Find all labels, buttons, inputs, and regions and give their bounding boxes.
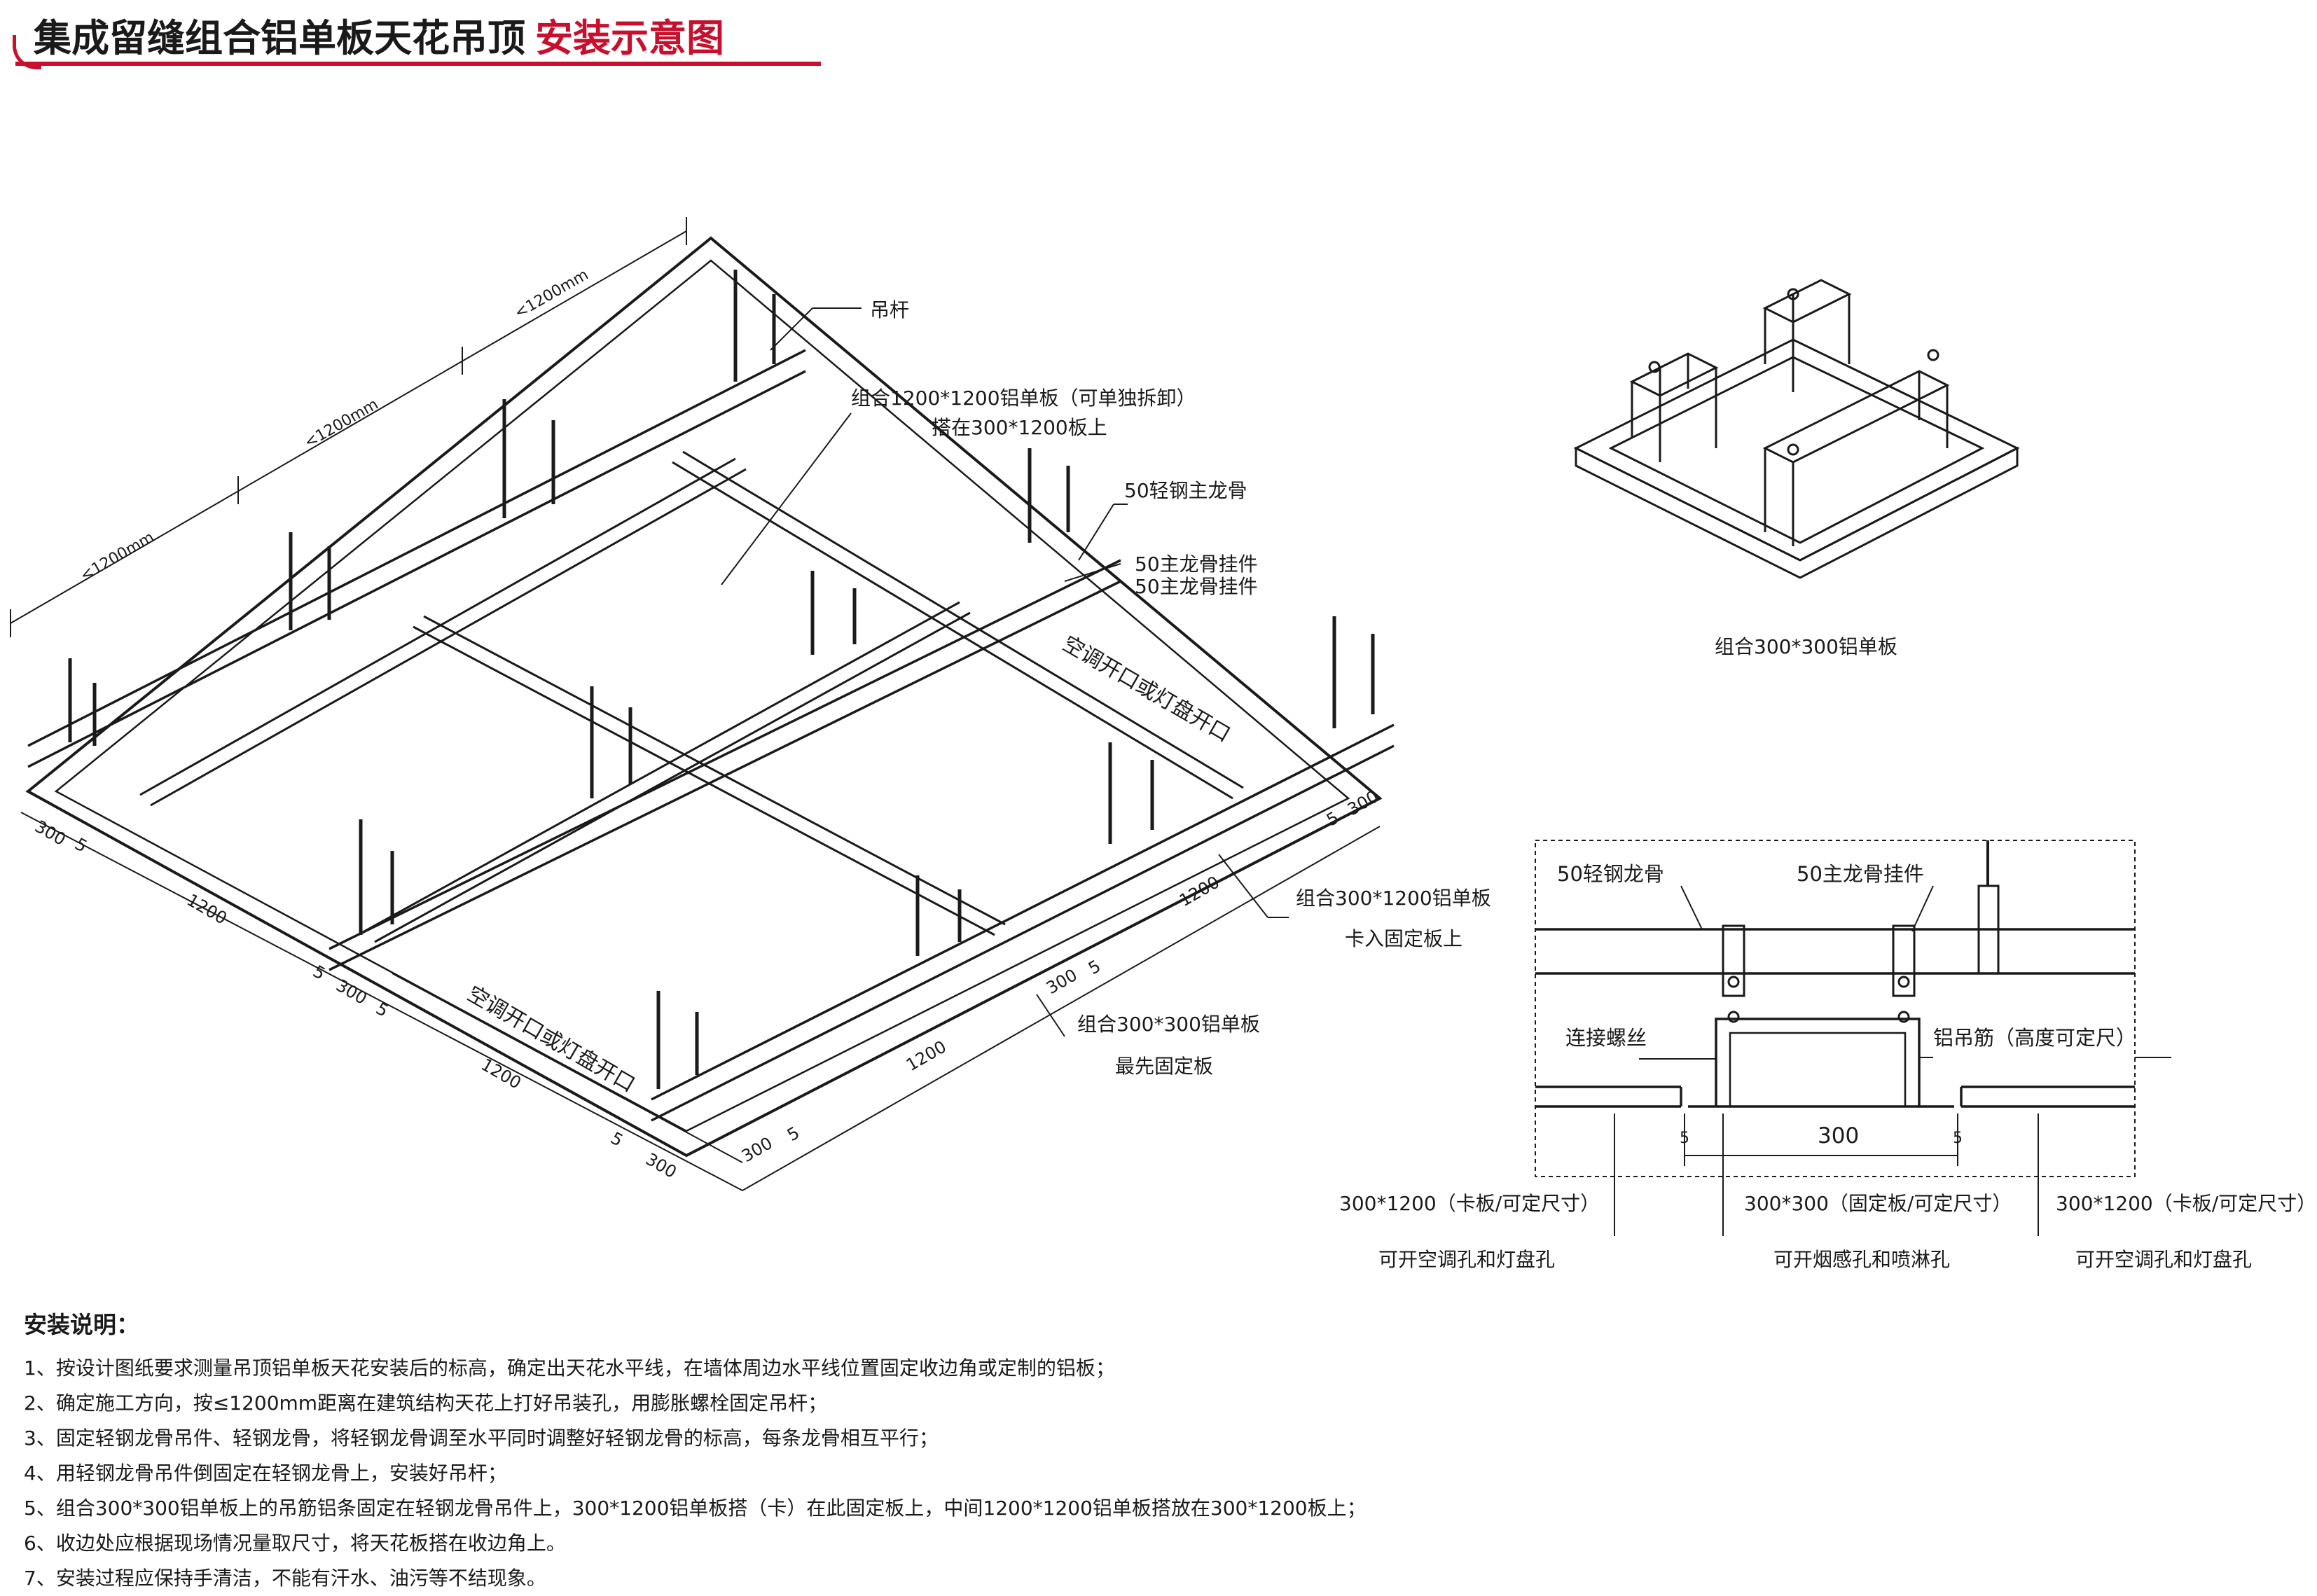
dim-left-5: 5 (71, 834, 90, 856)
col-right-line2: 可开空调孔和灯盘孔 (2075, 1248, 2252, 1271)
section-screw-label: 连接螺丝 (1565, 1026, 1647, 1050)
note-item-5: 5、组合300*300铝单板上的吊筋铝条固定在轻钢龙骨吊件上，300*1200铝… (24, 1497, 1367, 1520)
label-panel-300x300-line1: 组合300*300铝单板 (1077, 1013, 1260, 1036)
label-panel-1200-line1: 组合1200*1200铝单板（可单独拆卸） (851, 387, 1196, 410)
ceiling-outline-inner (54, 259, 1350, 1132)
dim-inner-5: 5 (1085, 956, 1104, 978)
col-left-line2: 可开空调孔和灯盘孔 (1378, 1248, 1555, 1271)
title-accent-text: 安装示意图 (535, 16, 724, 60)
section-dim-300: 300 (1818, 1123, 1859, 1149)
dim-left-1200: 1200 (184, 890, 230, 929)
panel-300-base-side (1575, 446, 2019, 579)
label-keel-hanger-1: 50主龙骨挂件 (1135, 553, 1258, 576)
col-mid-line2: 可开烟感孔和喷淋孔 (1773, 1248, 1950, 1271)
section-screw-3 (1727, 1011, 1740, 1023)
section-dim-5-right: 5 (1953, 1130, 1963, 1147)
label-panel-300x1200-line2: 卡入固定板上 (1345, 927, 1462, 950)
panel-300-hole-3 (1927, 349, 1939, 361)
section-rod-hanger (1977, 884, 2000, 975)
dim-spacing-3: <1200mm (78, 529, 158, 585)
col-mid-line1: 300*300（固定板/可定尺寸） (1744, 1192, 2012, 1215)
ceiling-outline (25, 236, 1383, 1158)
leader-keel (1680, 885, 1703, 930)
panel-300-hole-2 (1787, 288, 1799, 300)
leader-lines (721, 307, 1289, 1037)
title-decoration (13, 35, 41, 69)
notes-title: 安装说明： (24, 1311, 139, 1338)
panel-300-caption: 组合300*300铝单板 (1715, 635, 1897, 658)
dim-spacing-1: <1200mm (512, 266, 592, 322)
section-screw-1 (1727, 976, 1740, 988)
section-rib-label: 铝吊筋（高度可定尺） (1933, 1026, 2136, 1050)
section-fixed-plate (1715, 1018, 1921, 1106)
section-dim-5-left: 5 (1680, 1130, 1689, 1147)
dim-bottom-1200: 1200 (478, 1055, 525, 1093)
section-labels: 50轻钢龙骨 50主龙骨挂件 连接螺丝 铝吊筋（高度可定尺） 300 5 5 3… (1339, 862, 2316, 1271)
label-hanger-rod: 吊杆 (870, 298, 909, 321)
section-hanger-right (1892, 924, 1916, 997)
section-screw-4 (1897, 1011, 1910, 1023)
isometric-assembly (10, 217, 1395, 1191)
panel-300-bracket-right (1762, 370, 1950, 546)
dim-bottom-5: 5 (607, 1128, 626, 1151)
label-panel-300x1200-line1: 组合300*1200铝单板 (1296, 887, 1491, 910)
bottom-dimension-lines (20, 812, 1381, 1191)
note-item-7: 7、安装过程应保持手清洁，不能有汗水、油污等不结现象。 (24, 1567, 546, 1590)
top-dimension-lines (10, 217, 687, 637)
section-hanger-label: 50主龙骨挂件 (1797, 862, 1924, 886)
note-item-3: 3、固定轻钢龙骨吊件、轻钢龙骨，将轻钢龙骨调至水平同时调整好轻钢龙骨的标高，每条… (24, 1427, 939, 1450)
panel-300-bracket-left (1629, 352, 1719, 462)
panel-300-hole-1 (1648, 361, 1661, 373)
leader-hanger (1911, 885, 1934, 932)
panel-300-inner-frame (1608, 356, 1985, 544)
dim-front-300: 300 (738, 1133, 776, 1166)
dim-right-1200: 1200 (1176, 872, 1223, 910)
note-item-4: 4、用轻钢龙骨吊件倒固定在轻钢龙骨上，安装好吊杆； (24, 1462, 507, 1485)
panel-300-base-top (1573, 338, 2020, 562)
dim-front-5: 5 (784, 1123, 803, 1145)
col-right-line1: 300*1200（卡板/可定尺寸） (2056, 1192, 2316, 1215)
section-detail (1535, 840, 2171, 1236)
installation-notes: 安装说明： 1、按设计图纸要求测量吊顶铝单板天花安装后的标高，确定出天花水平线，… (24, 1306, 2265, 1596)
dim-spacing-2: <1200mm (302, 396, 382, 452)
hanger-rods (68, 270, 1375, 1089)
dim-mid-5b: 5 (373, 999, 392, 1021)
panel-300-bracket-mid (1762, 279, 1852, 392)
dim-mid-300: 300 (333, 976, 371, 1008)
dim-inner-1200: 1200 (903, 1036, 950, 1075)
isometric-labels: 吊杆 组合1200*1200铝单板（可单独拆卸） 搭在300*1200板上 50… (463, 298, 1491, 1097)
main-keels (27, 349, 1395, 1122)
panel-300-hole-4 (1787, 443, 1799, 456)
note-item-2: 2、确定施工方向，按≤1200mm距离在建筑结构天花上打好吊装孔，用膨胀螺栓固定… (24, 1392, 828, 1415)
title-block: 集成留缝组合铝单板天花吊顶安装示意图 (0, 0, 869, 70)
note-item-6: 6、收边处应根据现场情况量取尺寸，将天花板搭在收边角上。 (24, 1532, 566, 1555)
label-panel-1200-line2: 搭在300*1200板上 (932, 416, 1107, 439)
title-underline (15, 62, 821, 66)
label-panel-300x300-line2: 最先固定板 (1115, 1055, 1213, 1078)
title-main-text: 集成留缝组合铝单板天花吊顶 (34, 16, 525, 60)
col-left-line1: 300*1200（卡板/可定尺寸） (1339, 1192, 1600, 1215)
section-keel-label: 50轻钢龙骨 (1557, 862, 1664, 886)
panel-grid (139, 450, 1244, 943)
panel-300-detail (1573, 279, 2020, 579)
label-keel-hanger-2: 50主龙骨挂件 (1135, 575, 1258, 598)
section-screw-2 (1897, 976, 1910, 988)
section-fixed-plate-inner (1729, 1032, 1907, 1106)
section-frame (1535, 840, 2136, 1177)
label-main-keel-50: 50轻钢主龙骨 (1124, 479, 1247, 502)
page-title: 集成留缝组合铝单板天花吊顶安装示意图 (34, 7, 724, 62)
section-hanger-left (1722, 924, 1745, 997)
note-item-1: 1、按设计图纸要求测量吊顶铝单板天花安装后的标高，确定出天花水平线，在墙体周边水… (24, 1356, 1115, 1380)
